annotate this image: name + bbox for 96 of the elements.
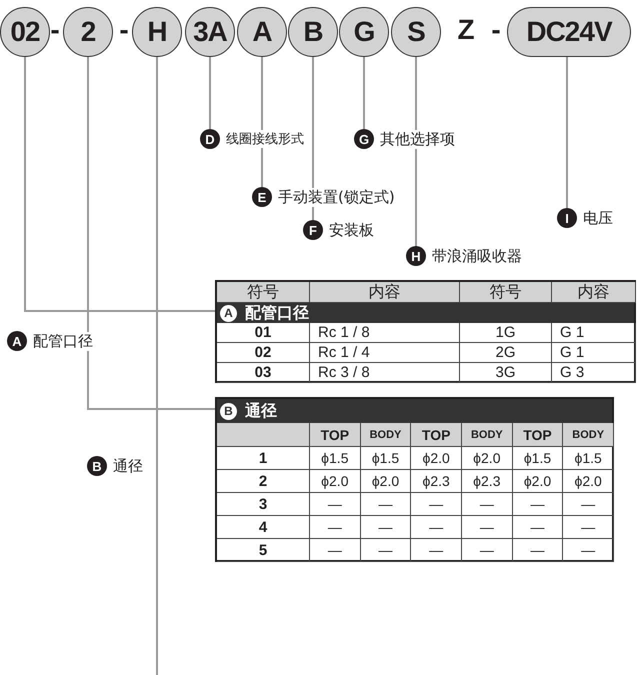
- table-cell: —: [411, 516, 462, 539]
- table-cell: —: [310, 516, 361, 539]
- table-cell: 03: [217, 363, 310, 383]
- table-cell: ϕ2.0: [310, 470, 361, 493]
- table-cell: —: [360, 516, 412, 539]
- callout-letter: G: [354, 129, 374, 149]
- table-cell: Rc 3 / 8: [310, 363, 460, 383]
- table-cell: 2G: [460, 343, 552, 363]
- code-bubble: 2: [63, 7, 113, 57]
- table-cell: 4: [217, 516, 310, 539]
- leader-line: [156, 57, 158, 675]
- table-cell: —: [360, 493, 412, 516]
- table-cell: 02: [217, 343, 310, 363]
- leader-line: [87, 57, 215, 410]
- table-cell: ϕ2.0: [360, 470, 412, 493]
- code-bubble: DC24V: [507, 7, 631, 57]
- header-cell: 符号: [460, 282, 552, 303]
- header-cell: BODY: [563, 423, 614, 447]
- code-bubble: A: [237, 7, 287, 57]
- code-bubble: B: [288, 7, 338, 57]
- callout-letter: B: [87, 456, 107, 476]
- callout-label: 电压: [581, 208, 615, 228]
- callout-letter: E: [252, 187, 272, 207]
- table-cell: 3: [217, 493, 310, 516]
- table-cell: 1: [217, 447, 310, 470]
- callout-label: 配管口径: [31, 332, 95, 350]
- section-title: 配管口径: [245, 302, 309, 324]
- table-cell: —: [411, 539, 462, 562]
- leader-line: [566, 57, 568, 208]
- table-cell: ϕ2.0: [512, 470, 564, 493]
- table-cell: ϕ2.0: [411, 447, 462, 470]
- table-cell: —: [563, 493, 614, 516]
- header-cell: TOP: [310, 423, 361, 447]
- table-cell: ϕ2.3: [462, 470, 513, 493]
- callout-letter: F: [303, 220, 323, 240]
- header-cell: BODY: [360, 423, 412, 447]
- table-cell: —: [462, 516, 513, 539]
- callout-label: 其他选择项: [378, 130, 457, 148]
- table-cell: 3G: [460, 363, 552, 383]
- callout-label: 通径: [111, 456, 145, 476]
- header-cell: BODY: [462, 423, 513, 447]
- table-cell: ϕ1.5: [360, 447, 412, 470]
- table-cell: —: [563, 516, 614, 539]
- table-cell: —: [512, 493, 564, 516]
- table-cell: 2: [217, 470, 310, 493]
- spec-table: [215, 280, 636, 383]
- callout-label: 线圈接线形式: [224, 130, 306, 148]
- callout-label: 安装板: [327, 220, 376, 240]
- table-cell: Rc 1 / 4: [310, 343, 460, 363]
- table-cell: —: [512, 539, 564, 562]
- code-separator: -: [49, 14, 61, 46]
- header-cell: 内容: [310, 282, 460, 303]
- code-bubble: G: [339, 7, 389, 57]
- leader-line: [312, 57, 314, 220]
- table-cell: —: [310, 493, 361, 516]
- code-separator: -: [118, 14, 130, 46]
- leader-line: [209, 57, 211, 129]
- code-letter: Z: [456, 14, 476, 46]
- code-bubble: 02: [0, 7, 50, 57]
- table-cell: —: [563, 539, 614, 562]
- table-cell: ϕ1.5: [310, 447, 361, 470]
- section-letter: A: [220, 304, 237, 322]
- callout-letter: A: [7, 331, 27, 351]
- header-cell: 符号: [217, 282, 310, 303]
- header-cell: 内容: [552, 282, 636, 303]
- header-cell: TOP: [411, 423, 462, 447]
- table-cell: 5: [217, 539, 310, 562]
- table-cell: —: [411, 493, 462, 516]
- table-cell: —: [512, 516, 564, 539]
- code-separator: -: [490, 14, 502, 46]
- table-cell: ϕ2.0: [563, 470, 614, 493]
- table-cell: ϕ1.5: [563, 447, 614, 470]
- table-cell: ϕ2.3: [411, 470, 462, 493]
- leader-line: [261, 57, 263, 187]
- table-cell: G 3: [552, 363, 636, 383]
- table-cell: —: [462, 493, 513, 516]
- table-cell: G 1: [552, 343, 636, 363]
- table-cell: —: [462, 539, 513, 562]
- leader-line: [415, 57, 417, 246]
- code-bubble: S: [391, 7, 441, 57]
- table-cell: ϕ2.0: [462, 447, 513, 470]
- callout-letter: H: [406, 246, 426, 266]
- table-cell: —: [360, 539, 412, 562]
- callout-letter: I: [557, 208, 577, 228]
- leader-line: [24, 57, 215, 312]
- spec-table: [215, 397, 614, 562]
- table-cell: ϕ1.5: [512, 447, 564, 470]
- header-cell: TOP: [512, 423, 564, 447]
- section-letter: B: [220, 402, 237, 420]
- section-title: 通径: [245, 400, 277, 422]
- leader-line: [363, 57, 365, 129]
- code-bubble: H: [132, 7, 182, 57]
- code-bubble: 3A: [185, 7, 235, 57]
- table-cell: —: [310, 539, 361, 562]
- callout-label: 带浪涌吸收器: [430, 246, 524, 266]
- callout-letter: D: [200, 129, 220, 149]
